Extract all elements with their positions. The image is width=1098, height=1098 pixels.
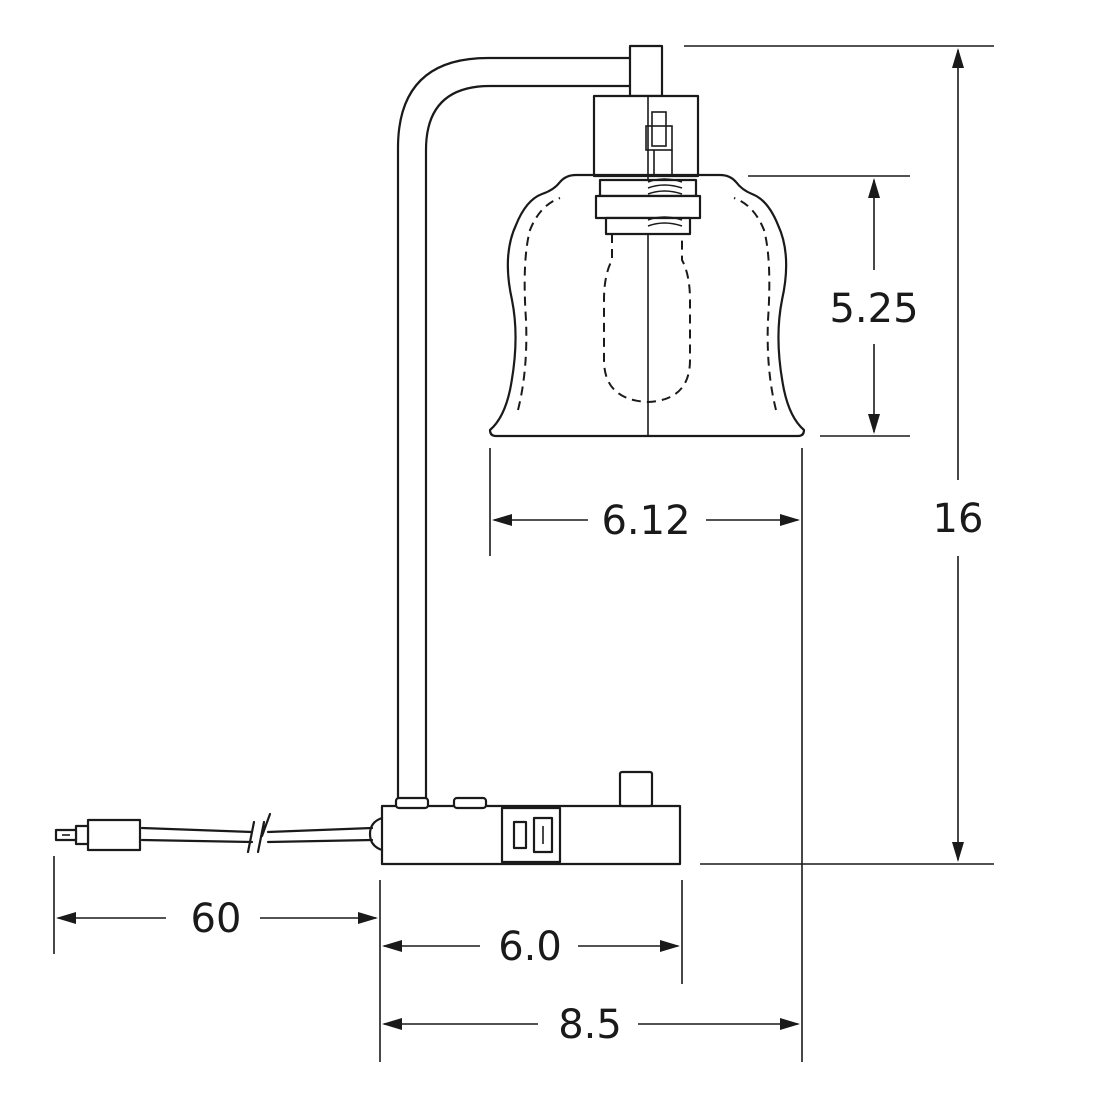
usb-port-icon — [512, 820, 528, 850]
power-cord — [140, 812, 384, 854]
label-shade-height: 5.25 — [829, 286, 918, 332]
bulb-outline — [603, 234, 691, 404]
label-shade-width: 6.12 — [601, 498, 690, 544]
label-total-height: 16 — [933, 496, 984, 542]
lamp-arm — [396, 56, 632, 810]
top-bracket — [628, 44, 664, 98]
dimmer-knob — [618, 770, 654, 808]
dimension-total-height: 16 — [933, 48, 984, 862]
plug-icon — [54, 818, 142, 852]
socket-threads — [594, 178, 702, 236]
dimension-shade-width: 6.12 — [492, 498, 800, 544]
extension-lines — [53, 45, 994, 1062]
lamp-base — [380, 770, 682, 866]
dimension-overall-width: 8.5 — [382, 1002, 800, 1048]
dimension-base-width: 6.0 — [382, 924, 680, 970]
socket-cap — [592, 94, 700, 178]
label-base-width: 6.0 — [498, 924, 562, 970]
dimension-shade-height: 5.25 — [829, 178, 919, 434]
label-overall-width: 8.5 — [558, 1002, 622, 1048]
ac-outlet-icon — [532, 816, 554, 854]
dimension-cord-length: 60 — [56, 896, 378, 942]
label-cord-length: 60 — [191, 896, 242, 942]
